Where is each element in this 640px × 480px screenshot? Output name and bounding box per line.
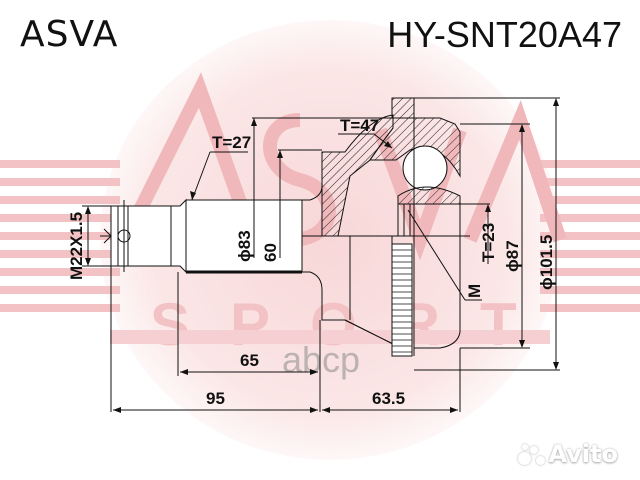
avito-dots-icon — [518, 444, 548, 466]
outer-dia-label: ϕ101.5 — [537, 235, 556, 290]
housing-hatched — [321, 114, 394, 237]
avito-logo: Avito — [518, 440, 618, 468]
shaft-dia-60-label: 60 — [261, 243, 280, 262]
brand-name: ASVA — [20, 14, 119, 55]
length-63-5-label: 63.5 — [372, 389, 405, 408]
thread-label: M22X1.5 — [67, 212, 86, 280]
abcp-watermark: abcp — [282, 339, 360, 380]
marker-label: M — [465, 284, 484, 298]
watermark-letters — [123, 72, 567, 261]
abs-teeth-label: T=23 — [479, 223, 498, 262]
shaft — [185, 199, 303, 273]
length-65-label: 65 — [240, 351, 259, 370]
watermark-stripes — [0, 160, 640, 312]
ball — [402, 145, 448, 191]
watermark-sport-text: SPORT — [150, 291, 557, 358]
housing-teeth-label: T=47 — [340, 116, 379, 135]
part-number: HY-SNT20A47 — [387, 14, 622, 55]
avito-text: Avito — [548, 440, 618, 468]
shaft-dia-83-label: ϕ83 — [235, 230, 254, 262]
abs-ring — [391, 243, 413, 357]
threaded-end — [110, 205, 172, 267]
shaft-teeth-label: T=27 — [212, 133, 251, 152]
watermark-bar — [110, 330, 550, 344]
seal-dia-label: ϕ87 — [503, 240, 522, 272]
length-95-label: 95 — [206, 389, 225, 408]
abs-ring-top — [391, 97, 415, 119]
